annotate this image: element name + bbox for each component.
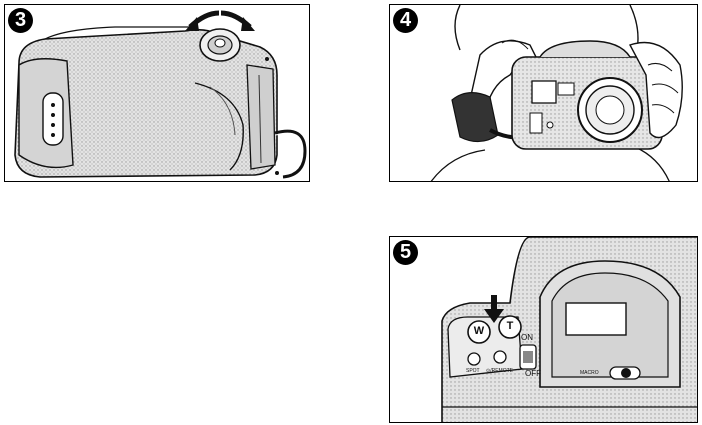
camera-side-illustration (5, 5, 310, 182)
illustration-panel-3: 3 (4, 4, 310, 182)
remote-button-label: ⊙/REMOTE (486, 368, 513, 374)
power-on-label: ON (521, 333, 533, 342)
zoom-buttons-illustration (390, 237, 698, 423)
step-number-badge: 4 (393, 8, 418, 33)
holding-camera-illustration (390, 5, 698, 182)
illustration-panel-5: 5 W T ON OFF SPOT ⊙/REMOTE MACRO (389, 236, 698, 423)
zoom-wide-button-label: W (469, 325, 489, 337)
zoom-tele-button-label: T (500, 320, 520, 332)
spot-button-label: SPOT (466, 368, 480, 374)
macro-switch-label: MACRO (580, 370, 599, 376)
step-number-badge: 3 (8, 8, 33, 33)
power-off-label: OFF (525, 369, 541, 378)
illustration-panel-4: 4 (389, 4, 698, 182)
step-number-badge: 5 (393, 240, 418, 265)
